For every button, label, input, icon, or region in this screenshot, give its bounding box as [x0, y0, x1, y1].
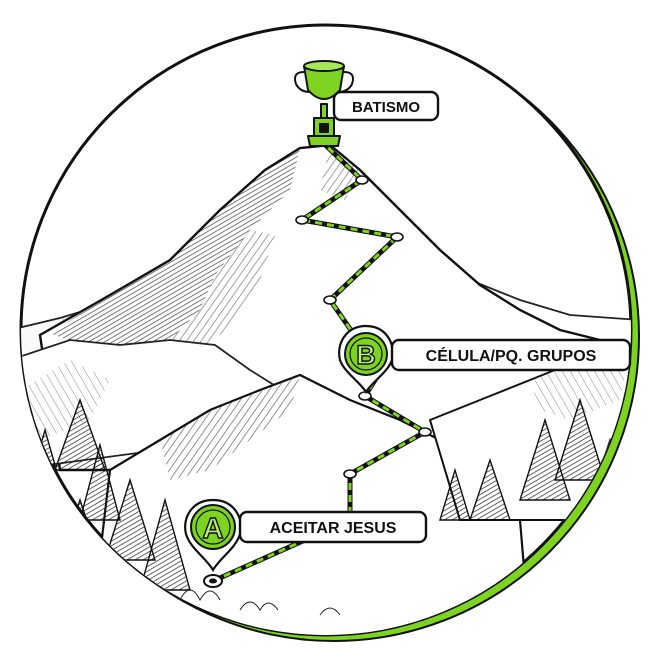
checkpoint-a-marker: A: [184, 498, 242, 573]
summit-label-text: BATISMO: [352, 99, 420, 116]
mountain-front-shade: [160, 375, 300, 480]
checkpoint-a-label-text: ACEITAR JESUS: [270, 520, 397, 537]
waypoint: [355, 175, 369, 185]
checkpoint-a-label: ACEITAR JESUS: [238, 510, 428, 544]
checkpoint-b-marker: B: [338, 324, 394, 395]
waypoint: [343, 469, 357, 479]
start-point-icon: [203, 574, 223, 588]
checkpoint-a-letter: A: [203, 513, 224, 545]
checkpoint-b-letter: B: [356, 340, 376, 370]
checkpoint-b-label-text: CÉLULA/PQ. GRUPOS: [426, 346, 597, 365]
foreground-shrubs: [179, 589, 341, 616]
mountain-summit-shadow: [50, 148, 300, 352]
path-waypoints: [295, 175, 432, 479]
checkpoint-b-label: CÉLULA/PQ. GRUPOS: [390, 338, 632, 372]
summit-label: BATISMO: [332, 90, 440, 122]
waypoint: [323, 295, 337, 305]
waypoint: [358, 391, 372, 401]
waypoint: [418, 427, 432, 437]
mountain-summit-midshade: [170, 230, 275, 345]
mountain-front-right-shade: [530, 355, 630, 420]
waypoint: [295, 215, 309, 225]
waypoint: [390, 232, 404, 242]
